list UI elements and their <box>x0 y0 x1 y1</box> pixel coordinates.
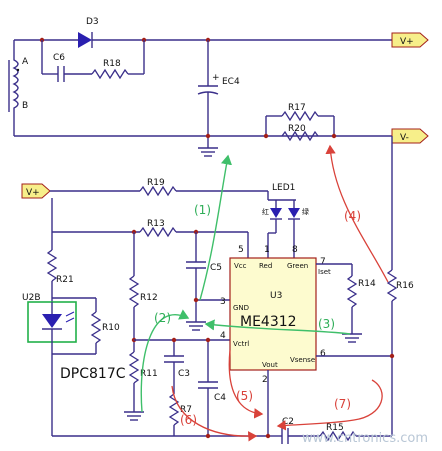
r10-label: R10 <box>102 323 120 333</box>
pin-5-number: 5 <box>238 245 244 255</box>
annotation-6-text: (6) <box>180 413 197 427</box>
annotation-arrow-1 <box>199 154 233 301</box>
pin-6-number: 6 <box>320 349 326 359</box>
r20-label: R20 <box>288 124 306 134</box>
r14-label: R14 <box>358 279 376 289</box>
pin-4-number: 4 <box>220 331 226 341</box>
junction-dot <box>193 297 199 303</box>
pin-vsense-label: Vsense <box>290 356 315 364</box>
capacitor-c5 <box>186 232 230 301</box>
c4-label: C4 <box>214 393 226 403</box>
r19-label: R19 <box>147 178 165 188</box>
r21-label: R21 <box>56 275 74 285</box>
resistor-r13 <box>52 226 249 258</box>
annotation-arrow-4 <box>325 144 389 283</box>
pin-3-number: 3 <box>220 297 226 307</box>
led-red-label: 红 <box>262 207 269 216</box>
led1 <box>267 199 300 258</box>
annotation-3-text: (3) <box>318 317 335 331</box>
c2-label: C2 <box>282 417 294 427</box>
resistor-r19 <box>50 185 269 200</box>
junction-dot <box>205 133 211 139</box>
pin-green-label: Green <box>287 262 308 270</box>
pin-8-number: 8 <box>292 245 298 255</box>
pin-1-number: 1 <box>264 245 270 255</box>
c6-r18-snubber <box>41 40 145 82</box>
diode-d3 <box>42 32 392 48</box>
coil-b-label: B <box>22 101 28 111</box>
vminus-text: V- <box>400 133 409 143</box>
annotation-arrow-2 <box>140 309 190 413</box>
r16-label: R16 <box>396 281 414 291</box>
annotation-arrow-6 <box>171 385 258 442</box>
svg-text:+: + <box>212 73 220 83</box>
divider-r12-r11 <box>124 232 144 421</box>
annotation-5-text: (5) <box>236 389 253 403</box>
resistor-r16 <box>316 269 398 436</box>
junction-dot <box>265 433 271 439</box>
pin-vout-label: Vout <box>262 361 278 369</box>
capacitor-c3 <box>164 340 184 436</box>
net-label-vplus-left: V+ <box>21 183 51 199</box>
resistor-r10 <box>52 297 102 355</box>
r13-label: R13 <box>147 219 165 229</box>
resistors-r17-r20 <box>265 110 335 142</box>
capacitor-ec4: + <box>197 40 220 157</box>
junction-dot <box>205 433 211 439</box>
annotation-7-text: (7) <box>334 397 351 411</box>
ic-u3 <box>229 257 317 371</box>
vplus-left-text: V+ <box>26 188 40 198</box>
d3-label: D3 <box>86 17 99 27</box>
junction-dot <box>171 337 177 343</box>
c2-r15-network <box>267 370 392 444</box>
annotation-2-text: (2) <box>154 311 171 325</box>
annotation-4-text: (4) <box>344 209 361 223</box>
r15-label: R15 <box>326 423 344 433</box>
u2b-label: U2B <box>22 293 41 303</box>
annotation-arrow-7 <box>276 379 383 431</box>
transformer-winding <box>8 39 392 137</box>
pin-vcc-label: Vcc <box>234 262 247 270</box>
vplus-top-text: V+ <box>400 37 414 47</box>
net-label-vminus: V- <box>391 128 429 144</box>
me4312-label: ME4312 <box>240 314 297 330</box>
led1-label: LED1 <box>272 183 295 193</box>
watermark-text: www.cntronics.com <box>302 431 428 446</box>
pin-iset-label: Iset <box>318 268 331 276</box>
junction-dot <box>331 133 337 139</box>
r7-label: R7 <box>180 405 192 415</box>
resistor-r21 <box>46 198 58 302</box>
r11-label: R11 <box>140 369 158 379</box>
junction-dot <box>389 353 395 359</box>
annotation-1-text: (1) <box>194 203 211 217</box>
annotation-arrow-5 <box>228 349 264 419</box>
pin-red-label: Red <box>259 262 272 270</box>
dpc817c-label: DPC817C <box>60 366 126 382</box>
pin-gnd-label: GND <box>233 304 249 312</box>
junction-dot <box>263 133 269 139</box>
net-label-vplus-top: V+ <box>391 32 429 48</box>
junction-dot <box>205 337 211 343</box>
r12-label: R12 <box>140 293 158 303</box>
c3-label: C3 <box>178 369 190 379</box>
c5-label: C5 <box>210 263 222 273</box>
u3-label: U3 <box>270 291 282 301</box>
annotation-arrow-3 <box>204 319 351 335</box>
c6-label: C6 <box>53 53 65 63</box>
led-green-label: 绿 <box>302 207 309 216</box>
pin-vctrl-label: Vctrl <box>233 340 249 348</box>
capacitor-c4 <box>198 340 218 436</box>
pin-7-number: 7 <box>320 257 326 267</box>
ground-mid <box>186 300 206 331</box>
ec4-label: EC4 <box>222 77 240 87</box>
pin-2-number: 2 <box>262 375 268 385</box>
r17-label: R17 <box>288 103 306 113</box>
coil-a-label: A <box>22 57 29 67</box>
r18-label: R18 <box>103 59 121 69</box>
